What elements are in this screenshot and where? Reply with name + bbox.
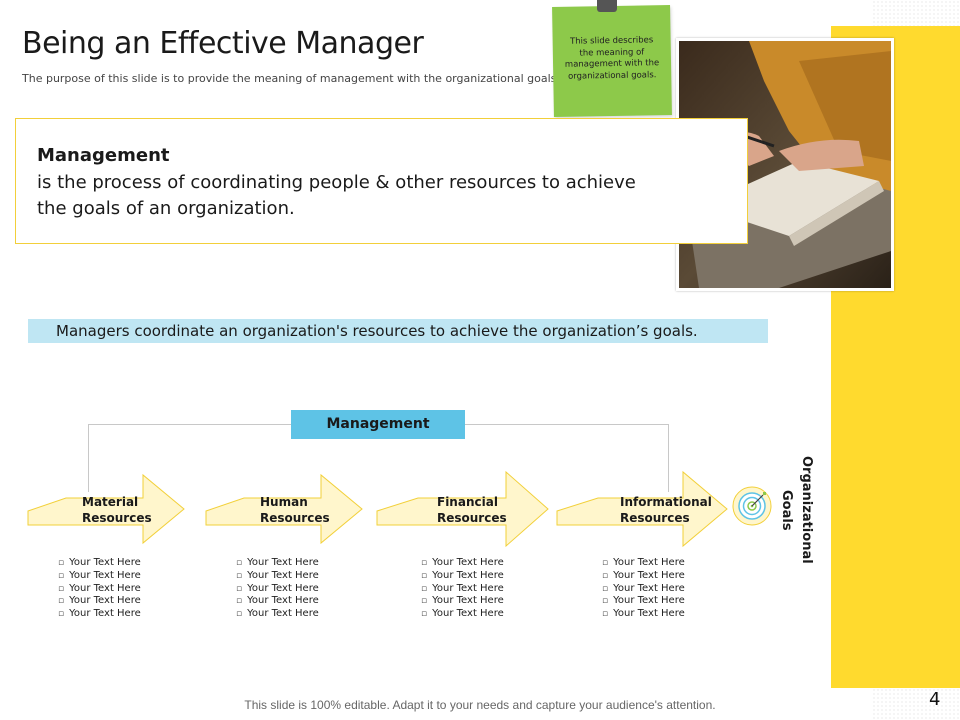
list-item[interactable]: Your Text Here [421, 570, 504, 583]
bullet-list-material: Your Text Here Your Text Here Your Text … [58, 557, 141, 621]
decorative-pattern-top [872, 0, 960, 26]
resource-label-line: Financial [437, 495, 498, 509]
list-item[interactable]: Your Text Here [236, 608, 319, 621]
slide-title[interactable]: Being an Effective Manager [22, 26, 424, 61]
list-item[interactable]: Your Text Here [236, 583, 319, 596]
list-item[interactable]: Your Text Here [58, 570, 141, 583]
decorative-pattern-bottom [872, 688, 960, 720]
arrow-informational [556, 470, 728, 548]
connector-left-horizontal [88, 424, 291, 425]
sticky-note-text: This slide describes the meaning of mana… [564, 35, 660, 82]
bullet-list-financial: Your Text Here Your Text Here Your Text … [421, 557, 504, 621]
target-icon [732, 486, 772, 526]
connector-left-vertical [88, 424, 89, 492]
resource-label-line: Resources [437, 511, 507, 525]
list-item[interactable]: Your Text Here [602, 557, 685, 570]
list-item[interactable]: Your Text Here [58, 583, 141, 596]
goal-label-text: Organizational Goals [779, 456, 814, 564]
list-item[interactable]: Your Text Here [236, 557, 319, 570]
page-number: 4 [929, 689, 941, 710]
list-item[interactable]: Your Text Here [602, 583, 685, 596]
list-item[interactable]: Your Text Here [602, 608, 685, 621]
resource-label-informational[interactable]: Informational Resources [620, 494, 712, 526]
connector-right-horizontal [465, 424, 669, 425]
list-item[interactable]: Your Text Here [236, 595, 319, 608]
banner-text[interactable]: Managers coordinate an organization's re… [56, 322, 698, 340]
resource-label-line: Human [260, 495, 308, 509]
resource-arrows [27, 470, 728, 548]
slide-subtitle[interactable]: The purpose of this slide is to provide … [22, 72, 560, 85]
management-box[interactable]: Management [291, 410, 465, 439]
goal-label[interactable]: Organizational Goals [776, 455, 816, 565]
banner-bar [28, 319, 768, 343]
definition-text[interactable]: is the process of coordinating people & … [37, 172, 636, 219]
definition-term[interactable]: Management [37, 145, 170, 166]
list-item[interactable]: Your Text Here [421, 557, 504, 570]
person-writing-in-book-photo[interactable] [679, 41, 891, 288]
arrow-human [205, 473, 363, 545]
resource-label-line: Informational [620, 495, 712, 509]
definition-box [15, 118, 748, 244]
resource-label-line: Resources [82, 511, 152, 525]
resource-label-human[interactable]: Human Resources [260, 494, 330, 526]
resource-label-material[interactable]: Material Resources [82, 494, 152, 526]
resource-label-financial[interactable]: Financial Resources [437, 494, 507, 526]
resource-label-line: Material [82, 495, 139, 509]
arrow-material [27, 473, 185, 545]
pin-icon [597, 0, 617, 12]
connector-right-vertical [668, 424, 669, 492]
bullet-list-human: Your Text Here Your Text Here Your Text … [236, 557, 319, 621]
list-item[interactable]: Your Text Here [58, 595, 141, 608]
list-item[interactable]: Your Text Here [602, 570, 685, 583]
list-item[interactable]: Your Text Here [602, 595, 685, 608]
list-item[interactable]: Your Text Here [236, 570, 319, 583]
footer-note[interactable]: This slide is 100% editable. Adapt it to… [244, 698, 716, 712]
list-item[interactable]: Your Text Here [421, 583, 504, 596]
list-item[interactable]: Your Text Here [421, 608, 504, 621]
list-item[interactable]: Your Text Here [421, 595, 504, 608]
arrow-financial [376, 470, 549, 548]
list-item[interactable]: Your Text Here [58, 608, 141, 621]
bullet-list-informational: Your Text Here Your Text Here Your Text … [602, 557, 685, 621]
sticky-note[interactable]: This slide describes the meaning of mana… [552, 4, 672, 118]
resource-label-line: Resources [620, 511, 690, 525]
resource-label-line: Resources [260, 511, 330, 525]
list-item[interactable]: Your Text Here [58, 557, 141, 570]
